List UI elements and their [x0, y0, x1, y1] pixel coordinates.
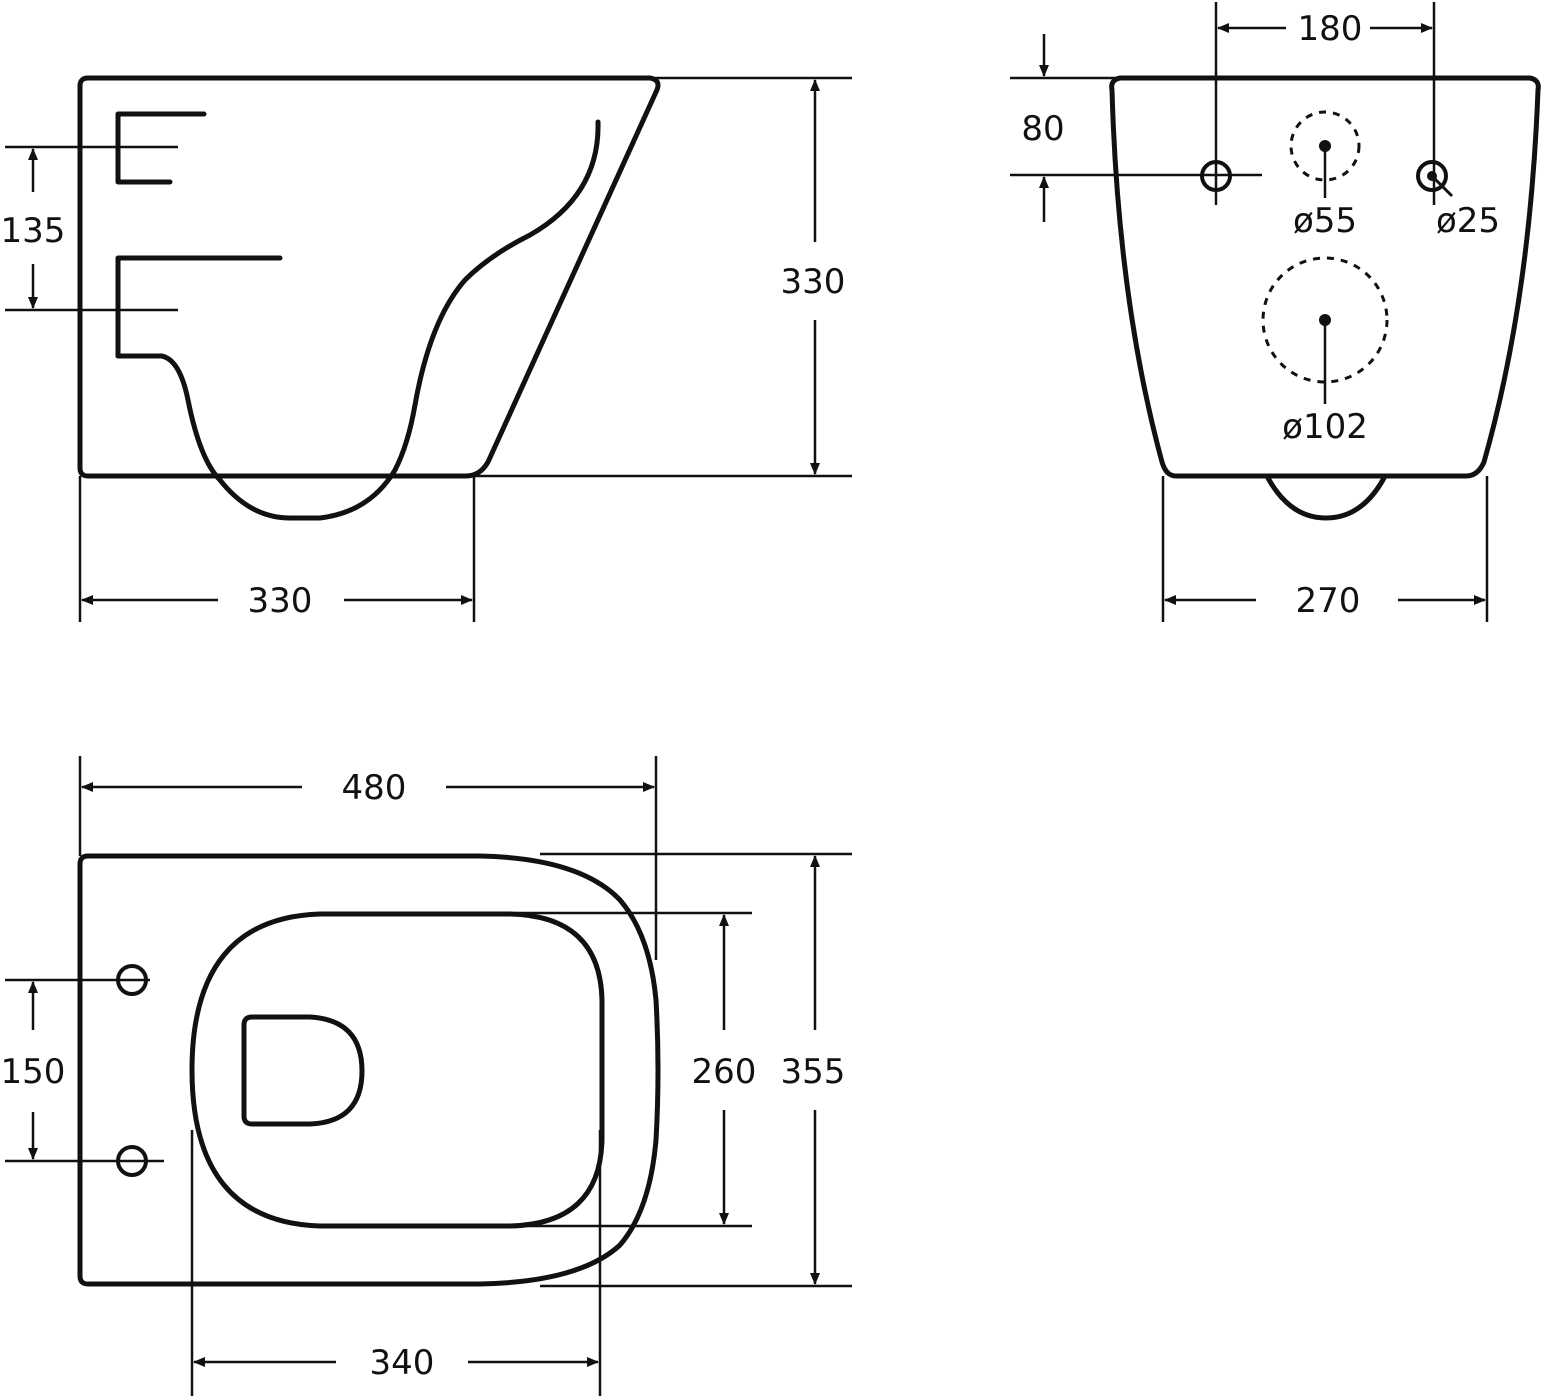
- rear-inlet-diameter-label: ø55: [1293, 201, 1357, 241]
- rear-inlet-circle: [1289, 110, 1361, 182]
- top-length-label: 480: [342, 768, 407, 808]
- side-outlet-bracket: [115, 255, 283, 359]
- rear-body-outline: [1109, 75, 1541, 479]
- top-bowl-width-label: 260: [692, 1052, 757, 1092]
- top-width-label: 355: [781, 1052, 846, 1092]
- rear-left-bolt-hole: [1200, 160, 1232, 192]
- top-bowl-opening: [241, 1014, 365, 1127]
- top-view: 150 480 355 260 340: [1, 756, 852, 1396]
- side-depth-label: 330: [248, 581, 313, 621]
- side-bowl-curve: [115, 119, 601, 521]
- rear-outlet-diameter-label: ø102: [1282, 407, 1368, 447]
- rear-width-label: 270: [1296, 581, 1361, 621]
- top-body-outline: [77, 853, 661, 1287]
- top-bowl-rim: [189, 911, 605, 1229]
- side-height-label: 330: [781, 262, 846, 302]
- rear-bolt-spacing-label: 180: [1298, 9, 1363, 49]
- rear-inlet-offset-label: 80: [1021, 109, 1064, 149]
- side-body-outline: [77, 75, 661, 479]
- side-view: 135 330 330: [1, 75, 852, 622]
- rear-right-bolt-hole: [1416, 160, 1448, 192]
- rear-view: 180 80 ø25 ø55 ø102 270: [1010, 2, 1541, 622]
- side-inlet-spacing-label: 135: [1, 211, 66, 251]
- top-bowl-length-label: 340: [370, 1343, 435, 1383]
- rear-bolt-diameter-label: ø25: [1436, 201, 1500, 241]
- rear-outlet-circle: [1261, 256, 1389, 384]
- rear-outlet-bump: [1265, 475, 1387, 521]
- top-bolt-spacing-label: 150: [1, 1052, 66, 1092]
